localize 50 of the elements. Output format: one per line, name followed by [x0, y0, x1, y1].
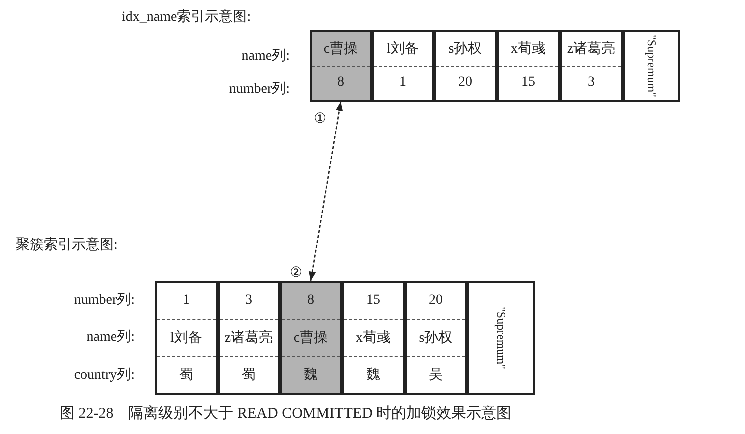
index-record	[497, 30, 560, 102]
cell-text: 8	[308, 293, 314, 309]
cell-text: x荀彧	[511, 40, 546, 58]
cell-text: 15	[522, 75, 536, 92]
cell-text: 魏	[304, 366, 318, 384]
cell-text: 20	[458, 75, 472, 92]
cell-text: 1	[400, 75, 406, 92]
index-record	[155, 281, 218, 395]
index-record	[218, 281, 280, 395]
cell-text: s孙权	[419, 330, 453, 347]
cell-text: z诸葛亮	[224, 329, 274, 347]
cell-text: l刘备	[170, 329, 202, 347]
index-record	[405, 281, 467, 395]
cell-text: z诸葛亮	[567, 40, 616, 58]
cell-text: "Supremum"	[494, 306, 508, 370]
cell-text: "Supremum"	[644, 34, 659, 98]
cell-text: 魏	[366, 366, 380, 384]
cell-text: x荀彧	[356, 330, 391, 347]
diagram-heading: 聚簇索引示意图:	[16, 236, 118, 254]
supremum-record	[467, 281, 535, 395]
row-label: number列:	[228, 80, 290, 98]
cell-text: l刘备	[387, 40, 419, 58]
step-number: ②	[290, 265, 303, 282]
step-number: ①	[314, 111, 327, 128]
supremum-record	[623, 30, 680, 102]
index-record	[310, 30, 372, 102]
row-label: number列:	[73, 292, 135, 309]
cell-text: 20	[429, 293, 443, 309]
dashed-arrow	[308, 102, 344, 282]
index-record	[372, 30, 434, 102]
cell-text: 15	[366, 293, 380, 309]
cell-text: 3	[588, 75, 595, 92]
index-record	[434, 30, 497, 102]
index-record	[280, 281, 342, 395]
row-label: country列:	[73, 366, 135, 384]
figure-caption: 图 22-28 隔离级别不大于 READ COMMITTED 时的加锁效果示意图	[60, 404, 512, 423]
row-label: name列:	[240, 48, 290, 65]
cell-text: 3	[246, 293, 252, 309]
diagram-heading: idx_name索引示意图:	[122, 8, 252, 26]
cell-text: 吴	[429, 367, 443, 384]
cell-text: 蜀	[180, 367, 194, 384]
index-record	[560, 30, 623, 102]
cell-text: 蜀	[242, 367, 256, 384]
cell-text: 8	[338, 75, 344, 92]
cell-text: c曹操	[294, 329, 328, 347]
index-record	[342, 281, 405, 395]
row-label: name列:	[86, 328, 135, 346]
cell-text: c曹操	[324, 40, 358, 58]
cell-text: 1	[183, 293, 190, 309]
cell-text: s孙权	[448, 40, 482, 58]
